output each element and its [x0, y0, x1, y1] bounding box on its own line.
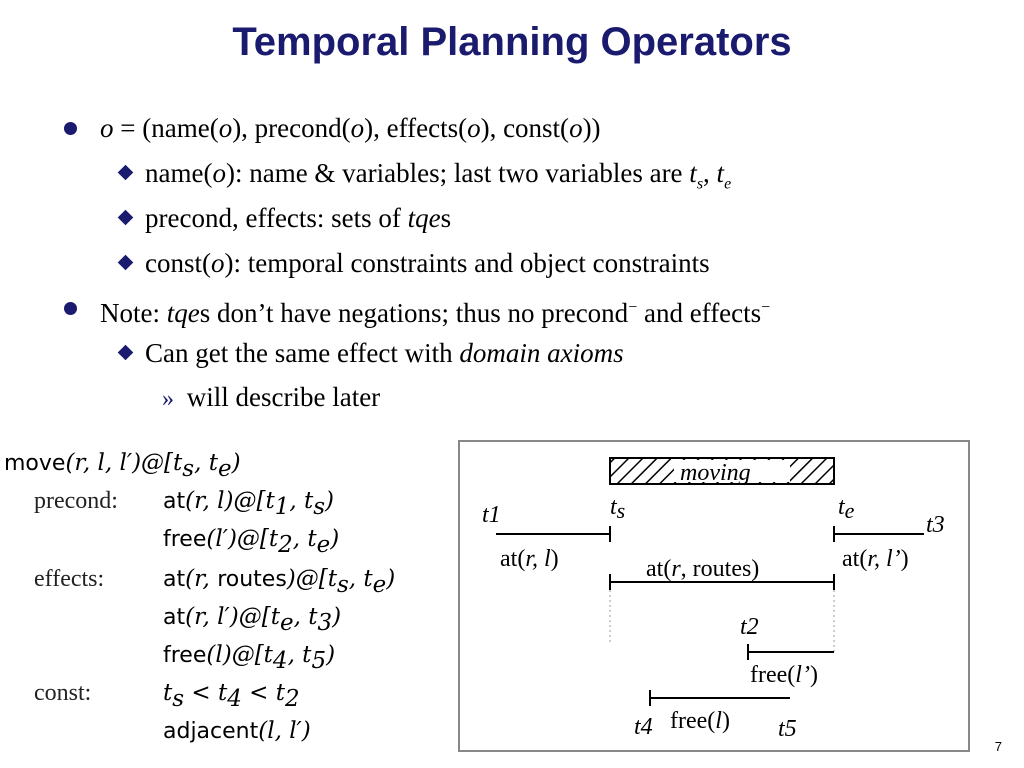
label-at-routes: at(r, routes) [646, 556, 759, 582]
t4-label: t4 [634, 714, 653, 740]
bullet-describe-later: » will describe later [162, 382, 381, 412]
moving-label: moving [680, 460, 751, 486]
bullet-dot [64, 122, 77, 135]
bullet-const: const(o): temporal constraints and objec… [145, 248, 710, 278]
label-at-destination: at(r, l’) [842, 546, 909, 572]
const-label: const: [34, 680, 92, 706]
raquo-marker: » [162, 386, 174, 412]
t2-label: t2 [740, 614, 759, 640]
t3-label: t3 [926, 512, 945, 538]
const-temporal: ts < t4 < t2 [163, 680, 300, 712]
timeline-diagram: moving t1 ts te t3 at(r, l) at(r, l’) at… [458, 440, 970, 752]
operator-definition: move(r, l, l′)@[ts, te) precond: at(r, l… [0, 440, 450, 760]
precond-label: precond: [34, 488, 118, 514]
timeline-svg: moving t1 ts te t3 at(r, l) at(r, l’) at… [482, 457, 945, 742]
precond-free: free(l′)@[t2, te) [163, 526, 340, 558]
bullet-name-variables: name(o): name & variables; last two vari… [145, 158, 732, 193]
effect-at-destination: at(r, l′)@[te, t3) [163, 604, 342, 636]
bullet-domain-axioms: Can get the same effect with domain axio… [145, 338, 624, 368]
bullet-diamond [117, 344, 134, 361]
te-label: te [838, 494, 855, 523]
effect-at-routes: at(r, routes)@[ts, te) [163, 566, 396, 598]
operator-head: move(r, l, l′)@[ts, te) [4, 450, 241, 482]
bullet-dot [64, 302, 77, 315]
bullet-note-negations: Note: tqes don’t have negations; thus no… [100, 298, 771, 328]
bullet-diamond [117, 209, 134, 226]
bullet-diamond [117, 164, 134, 181]
bullet-operator-definition: o = (name(o), precond(o), effects(o), co… [100, 113, 601, 143]
const-adjacent: adjacent(l, l′) [163, 718, 311, 744]
t5-label: t5 [778, 716, 797, 742]
label-free-destination: free(l’) [750, 662, 818, 688]
bullet-precond-effects: precond, effects: sets of tqes [145, 203, 452, 233]
t1-label: t1 [482, 502, 501, 528]
moving-label-bg [674, 460, 790, 482]
effects-label: effects: [34, 566, 105, 592]
precond-at: at(r, l)@[t1, ts) [163, 488, 335, 520]
slide-title: Temporal Planning Operators [232, 20, 792, 64]
page-number: 7 [994, 739, 1002, 754]
label-free-origin: free(l) [670, 708, 730, 734]
label-at-origin: at(r, l) [500, 546, 559, 572]
bullet-diamond [117, 254, 134, 271]
ts-label: ts [610, 494, 625, 523]
effect-free-origin: free(l)@[t4, t5) [163, 642, 336, 674]
